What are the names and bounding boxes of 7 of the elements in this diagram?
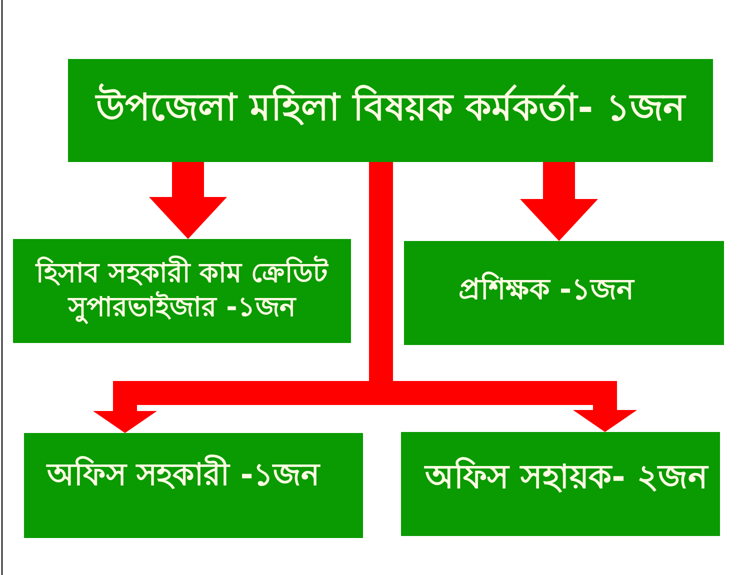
position-box: প্রশিক্ষক -১জন (404, 241, 724, 345)
position-box: হিসাব সহকারী কাম ক্রেডিট সুপারভাইজার -১জন (13, 239, 351, 343)
position-box: অফিস সহকারী -১জন (24, 433, 363, 538)
title-box: উপজেলা মহিলা বিষয়ক কর্মকর্তা- ১জন (68, 59, 713, 162)
position-box: অফিস সহায়ক- ২জন (401, 432, 720, 536)
arrow (520, 162, 598, 241)
arrow (149, 162, 227, 239)
